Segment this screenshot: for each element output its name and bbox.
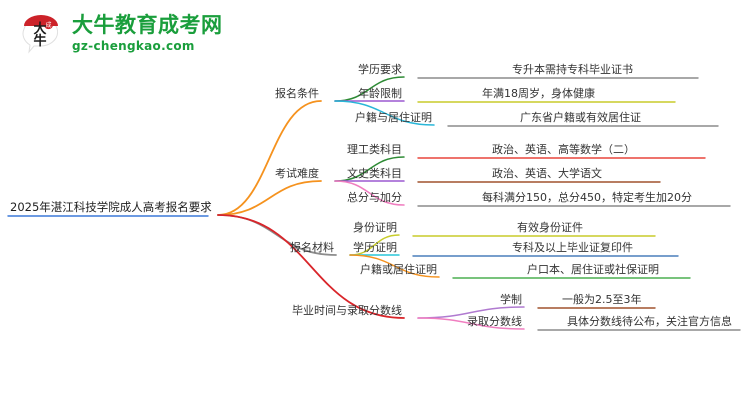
subnode-2-3-label: 总分与加分	[347, 191, 402, 204]
mindmap-root-bullet[interactable]	[209, 211, 218, 220]
subnode-3-3-label: 户籍或居住证明	[360, 263, 437, 276]
branch-3[interactable]: 报名材料	[288, 241, 336, 255]
subnode-3-1[interactable]: 身份证明	[351, 221, 399, 235]
subnode-bullet-1-3[interactable]	[439, 121, 448, 130]
subnode-1-3-label: 户籍与居住证明	[355, 111, 432, 124]
subnode-3-2-label: 学历证明	[353, 241, 397, 254]
daniu-bull-logo-icon: 大 牛 成	[18, 10, 64, 56]
detail-1-2[interactable]: 年满18周岁，身体健康	[480, 87, 597, 101]
detail-2-2-label: 政治、英语、大学语文	[492, 167, 602, 180]
detail-3-2-label: 专科及以上毕业证复印件	[512, 241, 633, 254]
subnode-4-1[interactable]: 学制	[498, 293, 524, 307]
subnode-bullet-1-2[interactable]	[409, 97, 418, 106]
detail-4-1[interactable]: 一般为2.5至3年	[560, 293, 644, 307]
branch-bullet-1[interactable]	[326, 97, 335, 106]
subnode-4-2[interactable]: 录取分数线	[465, 315, 524, 329]
subnode-1-3[interactable]: 户籍与居住证明	[353, 111, 434, 125]
subnode-bullet-1-1[interactable]	[409, 73, 418, 82]
subnode-2-2-label: 文史类科目	[347, 167, 402, 180]
subnode-3-2[interactable]: 学历证明	[351, 241, 399, 255]
subnode-1-1-label: 学历要求	[358, 63, 402, 76]
branch-2-label: 考试难度	[275, 167, 319, 180]
detail-3-1[interactable]: 有效身份证件	[515, 221, 585, 235]
subnode-3-3[interactable]: 户籍或居住证明	[358, 263, 439, 277]
subnode-bullet-3-2[interactable]	[404, 251, 413, 260]
subnode-bullet-4-2[interactable]	[529, 325, 538, 334]
site-domain: gz-chengkao.com	[72, 38, 195, 53]
detail-2-3-label: 每科满分150，总分450，特定考生加20分	[482, 191, 692, 204]
detail-4-1-label: 一般为2.5至3年	[562, 293, 642, 306]
detail-4-2[interactable]: 具体分数线待公布，关注官方信息	[565, 315, 734, 329]
svg-text:大: 大	[33, 21, 46, 37]
branch-bullet-3[interactable]	[341, 251, 350, 260]
detail-2-3[interactable]: 每科满分150，总分450，特定考生加20分	[480, 191, 694, 205]
branch-bullet-4[interactable]	[409, 314, 418, 323]
subnode-1-2[interactable]: 年龄限制	[356, 87, 404, 101]
detail-1-3-label: 广东省户籍或有效居住证	[520, 111, 641, 124]
site-logo[interactable]: 大 牛 成 大牛教育成考网 gz-chengkao.com	[18, 10, 223, 56]
subnode-2-1[interactable]: 理工类科目	[345, 143, 404, 157]
detail-3-3-label: 户口本、居住证或社保证明	[527, 263, 659, 276]
detail-3-3[interactable]: 户口本、居住证或社保证明	[525, 263, 661, 277]
detail-3-1-label: 有效身份证件	[517, 221, 583, 234]
subnode-bullet-2-1[interactable]	[409, 153, 418, 162]
subnode-2-2[interactable]: 文史类科目	[345, 167, 404, 181]
subnode-4-2-label: 录取分数线	[467, 315, 522, 328]
subnode-bullet-3-3[interactable]	[444, 273, 453, 282]
detail-1-2-label: 年满18周岁，身体健康	[482, 87, 595, 100]
branch-bullet-2[interactable]	[326, 177, 335, 186]
detail-2-1-label: 政治、英语、高等数学（二）	[492, 143, 635, 156]
mindmap-root-node-label: 2025年湛江科技学院成人高考报名要求	[10, 200, 212, 214]
detail-4-2-label: 具体分数线待公布，关注官方信息	[567, 315, 732, 328]
subnode-bullet-2-2[interactable]	[409, 177, 418, 186]
page-header: 大 牛 成 大牛教育成考网 gz-chengkao.com	[0, 0, 750, 70]
mindmap-root-node[interactable]: 2025年湛江科技学院成人高考报名要求	[8, 201, 214, 215]
subnode-bullet-4-1[interactable]	[529, 303, 538, 312]
subnode-1-1[interactable]: 学历要求	[356, 63, 404, 77]
site-name: 大牛教育成考网	[72, 12, 223, 37]
subnode-4-1-label: 学制	[500, 293, 522, 306]
subnode-2-3[interactable]: 总分与加分	[345, 191, 404, 205]
svg-text:成: 成	[45, 21, 51, 29]
branch-1[interactable]: 报名条件	[273, 87, 321, 101]
detail-1-1-label: 专升本需持专科毕业证书	[512, 63, 633, 76]
detail-2-1[interactable]: 政治、英语、高等数学（二）	[490, 143, 637, 157]
subnode-2-1-label: 理工类科目	[347, 143, 402, 156]
subnode-3-1-label: 身份证明	[353, 221, 397, 234]
detail-2-2[interactable]: 政治、英语、大学语文	[490, 167, 604, 181]
branch-2[interactable]: 考试难度	[273, 167, 321, 181]
detail-1-1[interactable]: 专升本需持专科毕业证书	[510, 63, 635, 77]
branch-4-label: 毕业时间与录取分数线	[292, 304, 402, 317]
branch-3-label: 报名材料	[290, 241, 334, 254]
subnode-bullet-3-1[interactable]	[404, 231, 413, 240]
branch-4[interactable]: 毕业时间与录取分数线	[290, 304, 404, 318]
logo-text: 大牛教育成考网 gz-chengkao.com	[72, 12, 223, 53]
detail-3-2[interactable]: 专科及以上毕业证复印件	[510, 241, 635, 255]
subnode-1-2-label: 年龄限制	[358, 87, 402, 100]
subnode-bullet-2-3[interactable]	[409, 201, 418, 210]
svg-text:牛: 牛	[33, 33, 46, 49]
branch-1-label: 报名条件	[275, 87, 319, 100]
detail-1-3[interactable]: 广东省户籍或有效居住证	[518, 111, 643, 125]
